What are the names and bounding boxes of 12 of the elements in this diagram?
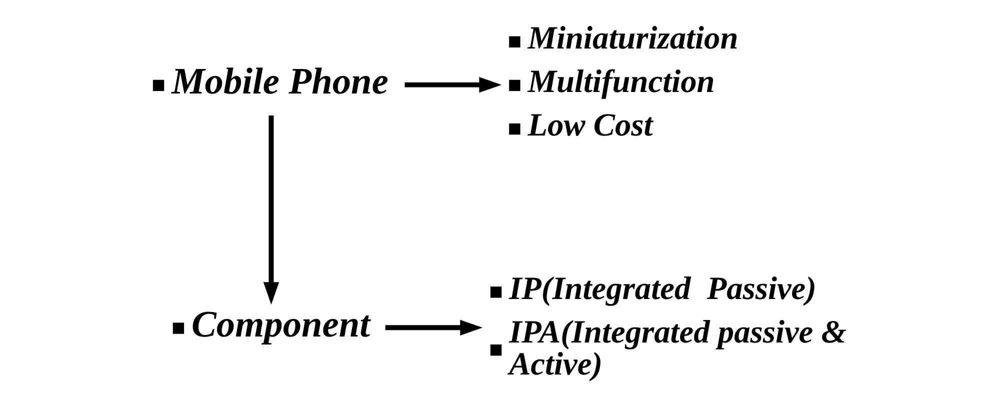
node-box: [152, 80, 164, 92]
node-label: Multifunction: [528, 64, 715, 100]
node-label: Low Cost: [528, 108, 653, 144]
node-label: Mobile Phone: [172, 62, 388, 103]
arrow: [263, 116, 280, 305]
node-label: IPA(Integrated passive & Active): [509, 314, 846, 383]
node-label: Component: [192, 304, 370, 346]
arrow: [385, 320, 483, 336]
node-label: Miniaturization: [528, 20, 738, 56]
node-box: [172, 322, 184, 334]
node-label: IP(Integrated Passive): [509, 270, 816, 307]
arrow: [404, 76, 502, 93]
